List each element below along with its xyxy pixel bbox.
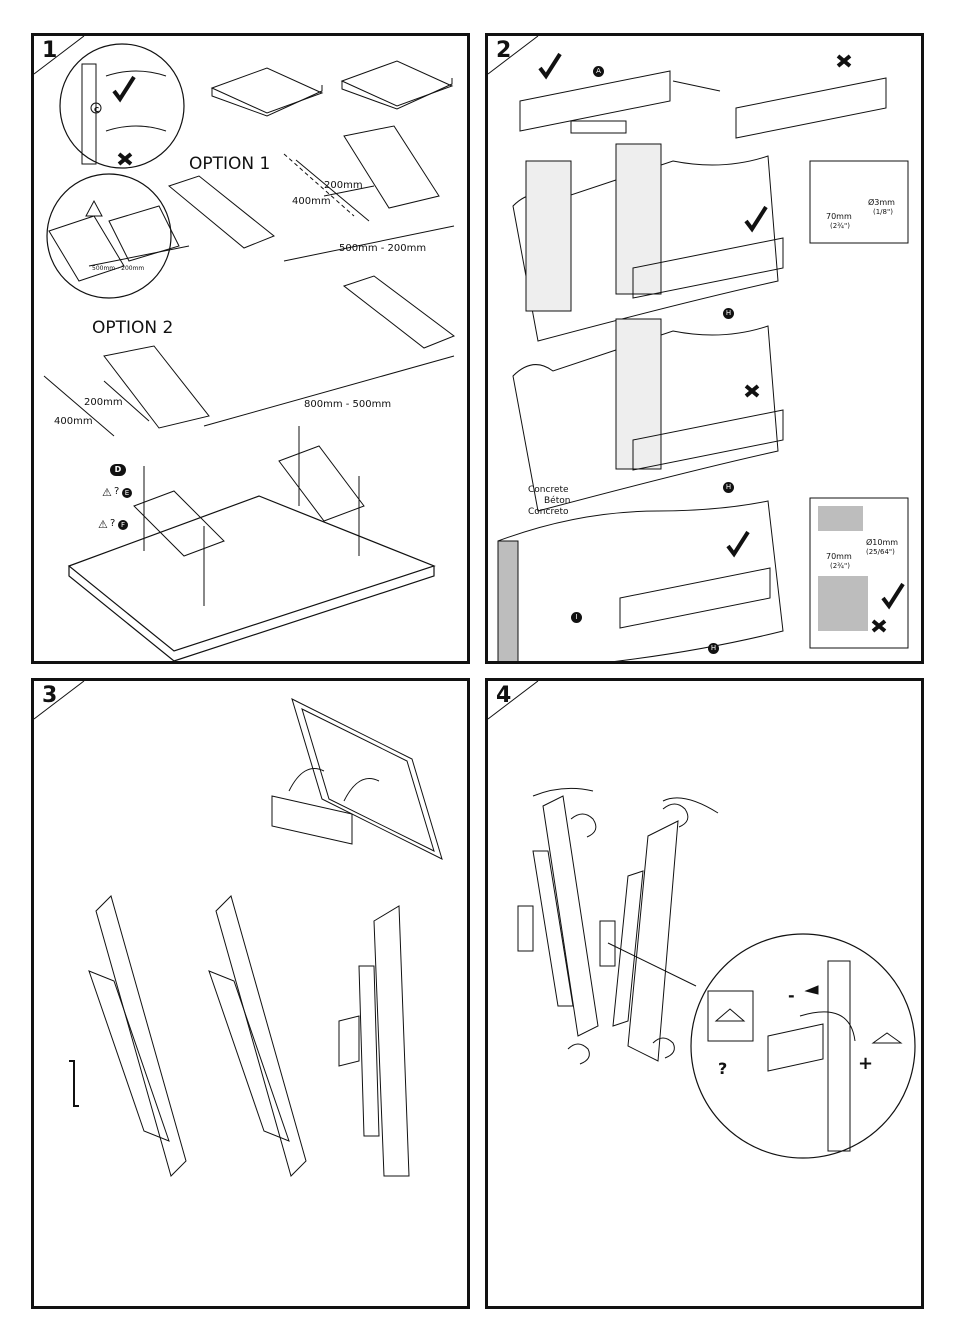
part-f-badge: F	[118, 520, 128, 530]
dim-200mm-option1: 200mm	[324, 180, 363, 191]
step-number: 3	[42, 683, 58, 708]
dim-range-option2: 800mm - 500mm	[304, 399, 392, 410]
part-c-label: C	[94, 106, 100, 114]
part-h-badge: H	[708, 643, 719, 654]
dim-400mm-option2: 400mm	[54, 416, 93, 427]
step-4-panel: 4 - + ?	[485, 678, 924, 1309]
step-number-corner	[488, 681, 539, 720]
question-label: ?	[718, 1059, 728, 1078]
step-1-panel: 1	[31, 33, 470, 664]
option-2-title: OPTION 2	[92, 318, 174, 338]
warning-icon: ⚠	[98, 518, 108, 531]
step-number: 2	[496, 38, 512, 63]
step-number-corner	[34, 36, 85, 75]
drill-size-wood: Ø3mm	[868, 198, 895, 207]
dim-200mm-option2: 200mm	[84, 397, 123, 408]
step-2-panel: 2 A H H H I Ø3mm (1/8") 70m	[485, 33, 924, 664]
warning-icon: ⚠	[102, 486, 112, 499]
adjust-plus-label: +	[858, 1053, 874, 1074]
part-h-badge: H	[723, 482, 734, 493]
part-d-badge: D	[110, 464, 126, 476]
step-number-corner	[488, 36, 539, 75]
part-e-badge: E	[122, 488, 132, 498]
step-1-illustration	[43, 43, 456, 661]
dim-range-detail: 500mm - 200mm	[92, 265, 145, 272]
option-1-title: OPTION 1	[189, 154, 271, 174]
drill-size-wood-inch: (1/8")	[873, 208, 893, 216]
drill-depth-concrete: 70mm	[826, 552, 852, 561]
dim-400mm-option1: 400mm	[292, 196, 331, 207]
step-4-illustration	[517, 787, 916, 1159]
part-h-badge: H	[723, 308, 734, 319]
part-i-badge: I	[571, 612, 582, 623]
wall-type-concrete-es: Concreto	[528, 507, 569, 517]
step-2-illustration	[497, 52, 909, 661]
drill-depth-wood-inch: (2¾")	[830, 222, 850, 230]
drill-size-concrete: Ø10mm	[866, 538, 899, 547]
step-number: 4	[496, 683, 512, 708]
question-mark-2: ?	[110, 518, 116, 529]
part-a-badge: A	[593, 66, 604, 77]
step-number: 1	[42, 38, 58, 63]
step-3-panel: 3	[31, 678, 470, 1309]
adjust-minus-label: -	[788, 986, 795, 1005]
step-3-illustration	[69, 698, 443, 1177]
question-mark-1: ?	[114, 486, 120, 497]
step-number-corner	[34, 681, 85, 720]
drill-depth-concrete-inch: (2¾")	[830, 562, 850, 570]
wall-type-concrete-fr: Béton	[544, 496, 571, 506]
drill-size-concrete-inch: (25/64")	[866, 548, 895, 556]
dim-range-option1: 500mm - 200mm	[339, 243, 427, 254]
drill-depth-wood: 70mm	[826, 212, 852, 221]
wall-type-concrete-en: Concrete	[528, 485, 569, 495]
